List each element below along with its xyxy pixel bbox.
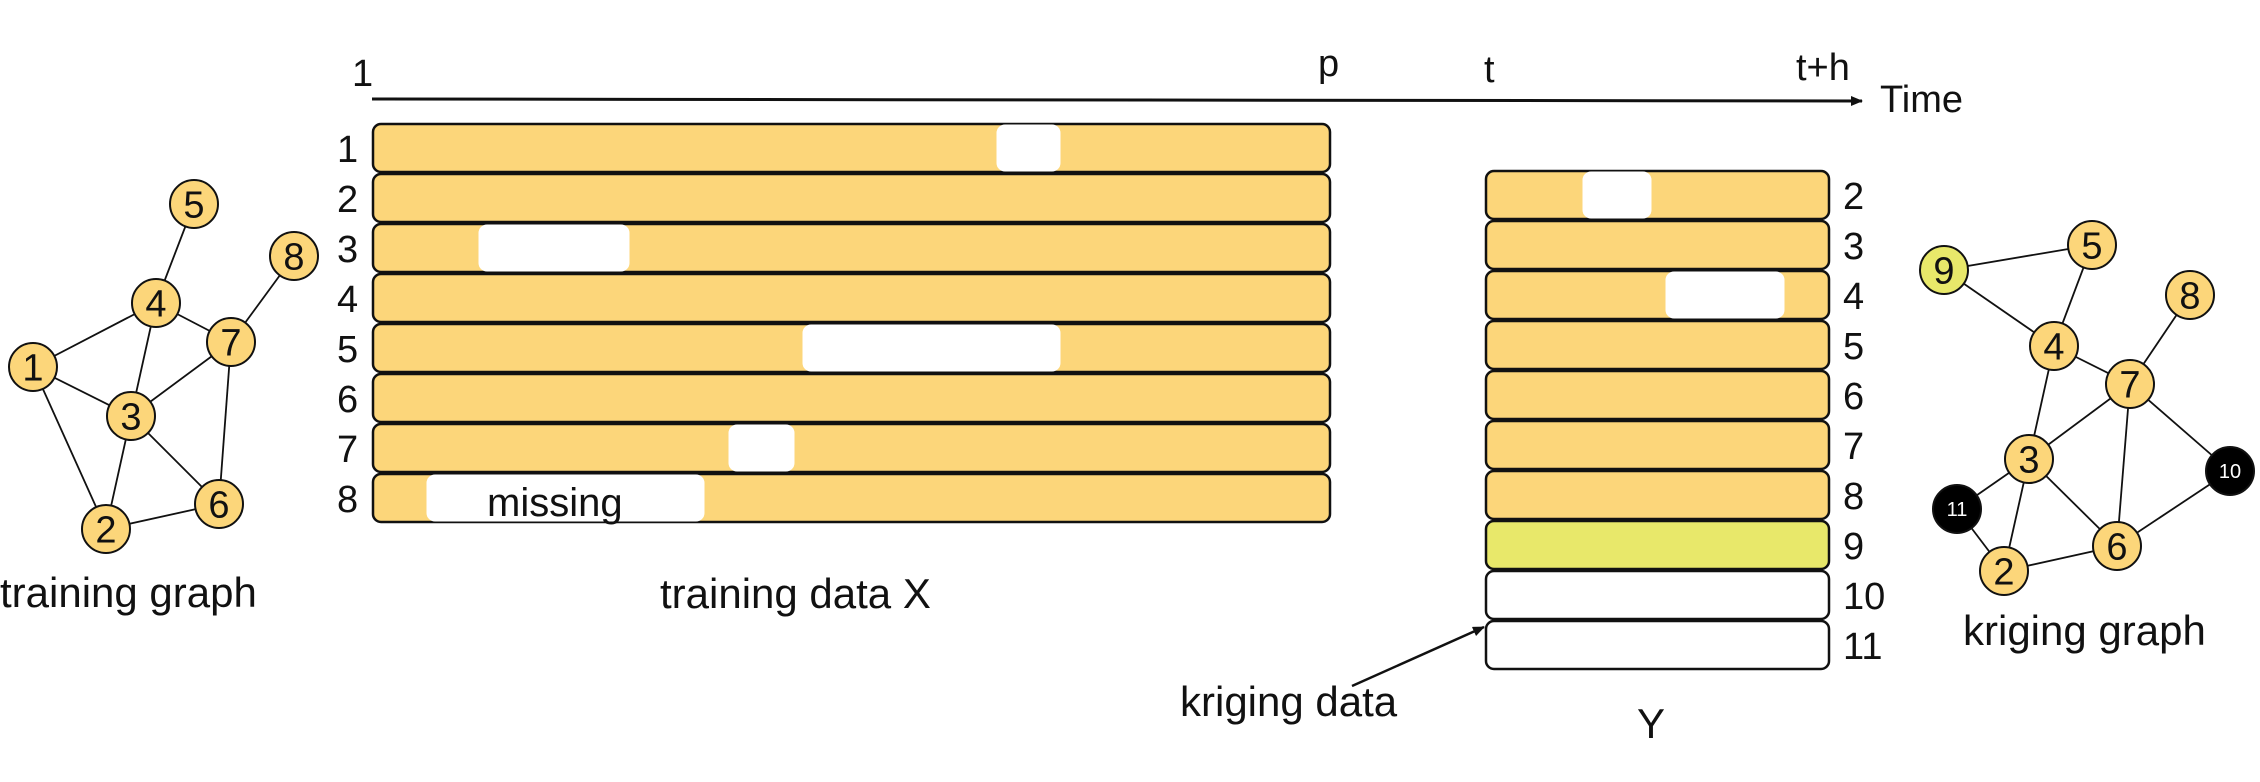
graph-node-label: 5 xyxy=(183,185,204,227)
training-row-label: 5 xyxy=(337,329,358,371)
training-row-label: 2 xyxy=(337,179,358,221)
missing-gap xyxy=(802,324,1061,372)
kriging-row xyxy=(1484,319,1831,371)
training-row xyxy=(371,122,1332,174)
missing-gap xyxy=(728,424,795,472)
graph-node xyxy=(206,317,256,367)
time-axis-title: Time xyxy=(1880,79,1963,121)
kriging-row-label: 10 xyxy=(1843,576,1885,618)
missing-gap xyxy=(1665,271,1785,319)
graph-node xyxy=(1932,484,1982,534)
time-axis: 1 p t t+h Time xyxy=(352,43,1963,121)
training-row xyxy=(371,272,1332,324)
time-label-p: p xyxy=(1318,43,1339,85)
graph-node xyxy=(2067,220,2117,270)
training-graph: 1 2 3 4 5 6 7 8 xyxy=(8,179,319,554)
kriging-row-label: 8 xyxy=(1843,476,1864,518)
graph-node-label: 7 xyxy=(220,323,241,365)
graph-node xyxy=(2004,434,2054,484)
graph-node xyxy=(2092,521,2142,571)
graph-node-label: 10 xyxy=(2219,461,2241,483)
graph-node xyxy=(269,231,319,281)
kriging-graph: 2 3 4 5 6 7 8 9 10 11 xyxy=(1919,220,2255,596)
kriging-row xyxy=(1484,219,1831,271)
graph-node-label: 6 xyxy=(2106,527,2127,569)
graph-edge xyxy=(32,366,107,530)
kriging-data-block: 2 3 4 5 6 7 8 9 10 11 xyxy=(1484,169,1885,671)
training-row-label: 7 xyxy=(337,429,358,471)
graph-node-label: 7 xyxy=(2119,365,2140,407)
graph-node-label: 9 xyxy=(1933,251,1954,293)
graph-node-label: 8 xyxy=(2179,276,2200,318)
kriging-row xyxy=(1484,519,1831,571)
training-row-label: 3 xyxy=(337,229,358,271)
graph-node-label: 8 xyxy=(283,237,304,279)
graph-node-label: 2 xyxy=(1993,552,2014,594)
training-row-label: 1 xyxy=(337,129,358,171)
kriging-row-label: 3 xyxy=(1843,226,1864,268)
kriging-graph-caption: kriging graph xyxy=(1963,607,2206,654)
kriging-row-label: 5 xyxy=(1843,326,1864,368)
kriging-data-label: kriging data xyxy=(1180,678,1398,725)
graph-node xyxy=(106,391,156,441)
graph-node-label: 5 xyxy=(2081,226,2102,268)
graph-node xyxy=(8,342,58,392)
kriging-row xyxy=(1484,569,1831,621)
graph-node xyxy=(81,504,131,554)
graph-node xyxy=(2165,270,2215,320)
kriging-row xyxy=(1484,619,1831,671)
graph-node xyxy=(2029,321,2079,371)
graph-node-label: 3 xyxy=(2018,440,2039,482)
kriging-row xyxy=(1484,369,1831,421)
graph-edge xyxy=(1943,244,2093,271)
graph-node xyxy=(1919,245,1969,295)
graph-edge xyxy=(2116,383,2131,547)
training-row-label: 8 xyxy=(337,479,358,521)
time-label-1: 1 xyxy=(352,53,373,95)
graph-node xyxy=(194,479,244,529)
graph-node xyxy=(131,278,181,328)
training-row-label: 4 xyxy=(337,279,358,321)
kriging-row xyxy=(1484,419,1831,471)
training-row-label: 6 xyxy=(337,379,358,421)
kriging-row xyxy=(1484,469,1831,521)
missing-gap xyxy=(1582,171,1652,219)
missing-gap xyxy=(996,124,1061,172)
graph-node-label: 2 xyxy=(95,510,116,552)
time-label-t-plus-h: t+h xyxy=(1796,47,1850,89)
graph-node-label: 11 xyxy=(1947,499,1968,521)
graph-node xyxy=(2205,446,2255,496)
training-row xyxy=(371,372,1332,424)
training-data-caption: training data X xyxy=(660,570,931,617)
missing-gap xyxy=(426,474,705,522)
training-data-block: 1 2 3 4 5 6 7 8 missing xyxy=(337,122,1332,525)
training-graph-caption: training graph xyxy=(0,569,257,616)
kriging-row-label: 9 xyxy=(1843,526,1864,568)
graph-node-label: 1 xyxy=(22,348,43,390)
missing-label: missing xyxy=(487,481,623,525)
kriging-row-label: 4 xyxy=(1843,276,1864,318)
kriging-row xyxy=(1484,169,1831,221)
graph-node xyxy=(1979,546,2029,596)
kriging-row-label: 11 xyxy=(1843,626,1882,668)
missing-gap xyxy=(478,224,630,272)
kriging-data-caption: Y xyxy=(1637,700,1665,747)
graph-edge xyxy=(218,341,232,505)
graph-node xyxy=(169,179,219,229)
time-axis-line xyxy=(371,95,1863,106)
kriging-row-label: 7 xyxy=(1843,426,1864,468)
graph-node-label: 3 xyxy=(120,397,141,439)
kriging-row-label: 2 xyxy=(1843,176,1864,218)
kriging-data-arrow xyxy=(1351,625,1485,688)
time-label-t: t xyxy=(1484,49,1495,91)
graph-node-label: 6 xyxy=(208,485,229,527)
graph-node-label: 4 xyxy=(2043,327,2064,369)
training-row xyxy=(371,422,1332,474)
graph-node-label: 4 xyxy=(145,284,166,326)
training-row xyxy=(371,172,1332,224)
graph-node xyxy=(2105,359,2155,409)
kriging-row-label: 6 xyxy=(1843,376,1864,418)
